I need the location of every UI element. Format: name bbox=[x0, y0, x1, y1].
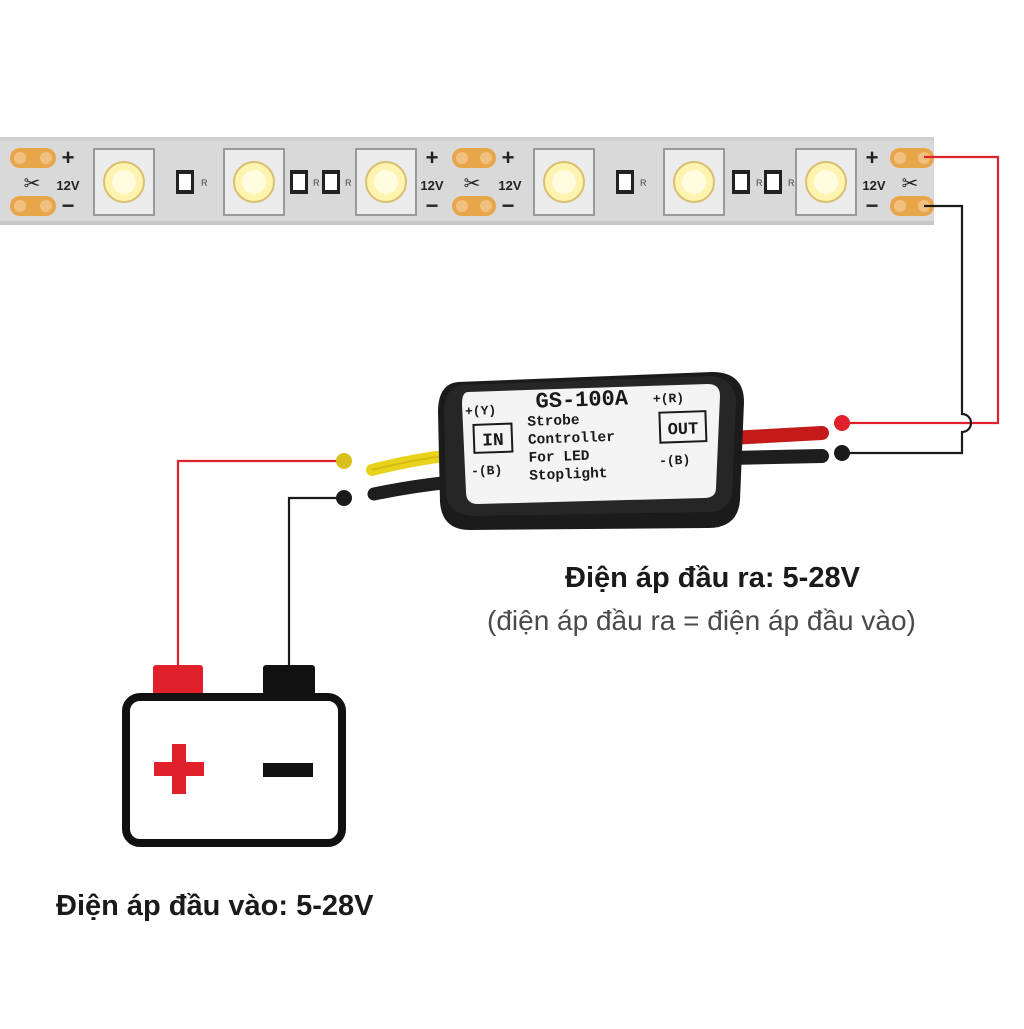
battery-minus-sign bbox=[263, 763, 313, 777]
resistor-label: R bbox=[756, 178, 763, 188]
output-voltage-label: Điện áp đầu ra: 5-28V bbox=[565, 562, 860, 594]
out-plus-label: +(R) bbox=[653, 391, 685, 407]
strip-voltage-label: 12V bbox=[498, 178, 521, 193]
input-voltage-label: Điện áp đầu vào: 5-28V bbox=[56, 890, 374, 922]
controller-line-2: Controller bbox=[528, 430, 616, 449]
battery-body bbox=[122, 693, 346, 847]
input-negative-terminal bbox=[336, 490, 352, 506]
led-chip bbox=[663, 148, 725, 216]
scissors-icon: ✂ bbox=[902, 173, 919, 195]
battery bbox=[122, 665, 346, 847]
resistor-label: R bbox=[788, 178, 795, 188]
strip-plus-label: + bbox=[866, 145, 879, 170]
in-label: IN bbox=[482, 431, 504, 452]
output-positive-terminal bbox=[834, 415, 850, 431]
battery-plus-sign bbox=[154, 744, 204, 794]
cut-point-middle: + 12V − ✂ + 12V − bbox=[420, 145, 521, 218]
strip-minus-label: − bbox=[62, 193, 75, 218]
resistor: R bbox=[732, 170, 763, 194]
cut-point-left: ✂ + 12V − bbox=[10, 145, 80, 218]
in-minus-label: -(B) bbox=[471, 463, 503, 479]
resistor: R bbox=[290, 170, 320, 194]
led-chip bbox=[795, 148, 857, 216]
controller-line-1: Strobe bbox=[527, 413, 580, 431]
input-positive-terminal bbox=[336, 453, 352, 469]
strip-plus-label: + bbox=[62, 145, 75, 170]
output-negative-terminal bbox=[834, 445, 850, 461]
led-chip bbox=[533, 148, 595, 216]
resistor: R bbox=[616, 170, 647, 194]
strobe-controller: GS-100A Strobe Controller For LED Stopli… bbox=[366, 372, 829, 530]
resistor-label: R bbox=[313, 178, 320, 188]
strip-voltage-label: 12V bbox=[420, 178, 443, 193]
battery-negative-post bbox=[263, 665, 315, 695]
in-plus-label: +(Y) bbox=[465, 403, 497, 419]
scissors-icon: ✂ bbox=[464, 173, 481, 195]
black-output-wire bbox=[842, 204, 973, 455]
led-chip bbox=[355, 148, 417, 216]
strip-plus-label: + bbox=[502, 145, 515, 170]
output-voltage-note: (điện áp đầu ra = điện áp đầu vào) bbox=[487, 605, 916, 636]
strip-minus-label: − bbox=[502, 193, 515, 218]
black-input-wire bbox=[287, 496, 344, 672]
resistor: R bbox=[176, 170, 208, 194]
strip-minus-label: − bbox=[426, 193, 439, 218]
resistor-label: R bbox=[345, 178, 352, 188]
strip-wires bbox=[842, 155, 1000, 455]
resistor-label: R bbox=[201, 178, 208, 188]
scissors-icon: ✂ bbox=[24, 173, 41, 195]
resistor: R bbox=[322, 170, 352, 194]
strip-minus-label: − bbox=[866, 193, 879, 218]
controller-line-4: Stoplight bbox=[529, 466, 608, 485]
led-strip: ✂ + 12V − R R R bbox=[0, 137, 934, 225]
strip-plus-label: + bbox=[426, 145, 439, 170]
cut-point-right: + 12V − ✂ bbox=[862, 145, 934, 218]
strip-voltage-label: 12V bbox=[56, 178, 79, 193]
battery-positive-post bbox=[153, 665, 203, 695]
resistor: R bbox=[764, 170, 795, 194]
controller-model: GS-100A bbox=[535, 386, 629, 414]
led-chip bbox=[223, 148, 285, 216]
out-label: OUT bbox=[667, 420, 698, 440]
led-chip bbox=[93, 148, 155, 216]
controller-line-3: For LED bbox=[528, 449, 590, 467]
out-minus-label: -(B) bbox=[659, 453, 691, 469]
red-input-wire bbox=[176, 459, 344, 672]
battery-wires bbox=[176, 459, 344, 672]
resistor-label: R bbox=[640, 178, 647, 188]
red-output-wire bbox=[842, 155, 1000, 425]
strip-voltage-label: 12V bbox=[862, 178, 885, 193]
